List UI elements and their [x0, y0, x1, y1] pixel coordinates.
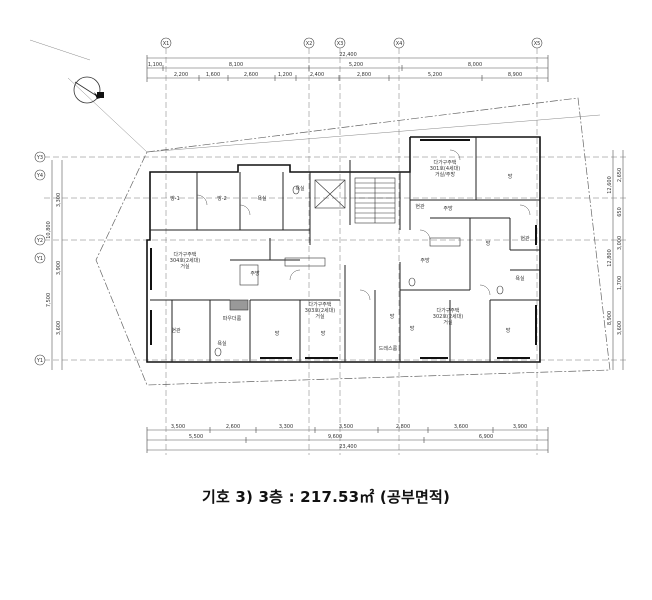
dimension-total-top: 22,400	[339, 52, 357, 58]
grid-axis-bubble	[393, 37, 405, 49]
room-label: 욕실	[257, 195, 267, 202]
room-label: 주방	[250, 270, 260, 277]
dimension-left: 3,300	[56, 193, 62, 207]
grid-axis-label: Y2	[36, 238, 43, 244]
grid-axis-label: Y4	[36, 173, 43, 179]
room-label: 주방	[420, 257, 430, 264]
room-label: 방-1	[170, 195, 180, 202]
site-boundary	[95, 97, 611, 386]
grid-axis-label: X4	[396, 41, 403, 47]
grid-axis-bubble	[531, 37, 543, 49]
dimension-top: 8,000	[468, 62, 482, 68]
dimension-top: 1,200	[278, 72, 292, 78]
dimension-bottom: 6,900	[479, 434, 493, 440]
grid-axis-label: X1	[163, 41, 170, 47]
dimension-bottom: 3,500	[171, 424, 185, 430]
grid-axis-bubble	[303, 37, 315, 49]
room-label: 방-2	[217, 195, 227, 202]
dimension-labels: 22,400 1,100 8,100 5,200 8,000 2,200 1,600 2,60…	[46, 52, 623, 450]
dimension-bottom: 2,800	[396, 424, 410, 430]
dimension-bottom: 3,900	[513, 424, 527, 430]
windows	[150, 139, 537, 359]
dimension-bottom: 3,300	[279, 424, 293, 430]
grid-axis-label: Y1	[36, 358, 43, 364]
grid-axis-bubble	[160, 37, 172, 49]
interior-walls	[150, 137, 540, 362]
grid-axis-bubble	[34, 252, 46, 264]
dimension-top: 1,100	[148, 62, 162, 68]
dimension-top: 1,600	[206, 72, 220, 78]
dimension-bottom: 9,600	[328, 434, 342, 440]
dimension-frame	[44, 48, 628, 455]
dimension-total-bottom: 23,400	[339, 444, 357, 450]
room-label: 욕실	[295, 185, 305, 192]
grid-axis-bubble	[334, 37, 346, 49]
doors	[196, 149, 531, 301]
dimension-bottom: 3,600	[454, 424, 468, 430]
grid-axis-label: X5	[534, 41, 541, 47]
grid-axis-label: X2	[306, 41, 313, 47]
grid-axis-bubble	[34, 151, 46, 163]
dimension-left: 7,500	[46, 293, 52, 307]
room-label: 드레스룸	[379, 345, 398, 352]
room-label: 방	[275, 330, 280, 337]
grid-axis-label: Y1	[36, 256, 43, 262]
grid-axis-bubble	[34, 234, 46, 246]
room-label: 파우더룸	[223, 315, 242, 322]
building-walls	[146, 136, 541, 363]
grid-axis-bubble	[34, 169, 46, 181]
dimension-right: 650	[617, 207, 623, 217]
room-label: 방	[321, 330, 326, 337]
fixtures	[214, 185, 504, 357]
dimension-right: 3,600	[617, 321, 623, 335]
dimension-left: 3,600	[56, 321, 62, 335]
dimension-left: 3,900	[56, 261, 62, 275]
dimension-top: 5,200	[428, 72, 442, 78]
dimension-right: 3,000	[617, 236, 623, 250]
stairs	[314, 177, 396, 224]
dimension-top: 2,800	[357, 72, 371, 78]
room-label: 욕실	[217, 340, 227, 347]
room-label: 방	[506, 327, 511, 334]
grid-axis-bubble	[34, 354, 46, 366]
room-label: 방	[508, 173, 513, 180]
dimension-top: 2,200	[174, 72, 188, 78]
dimension-bottom: 3,500	[339, 424, 353, 430]
dimension-right: 12,800	[607, 249, 613, 267]
dimension-top: 2,400	[310, 72, 324, 78]
room-label: 방	[486, 240, 491, 247]
dimension-right: 8,900	[607, 311, 613, 325]
room-label: 욕실	[515, 275, 525, 282]
dimension-left: 10,800	[46, 221, 52, 239]
grid-axis-label: Y3	[36, 155, 43, 161]
dimension-top: 5,200	[349, 62, 363, 68]
room-label: 현관	[171, 327, 181, 334]
dimension-right: 12,600	[607, 176, 613, 194]
dimension-right: 2,650	[617, 168, 623, 182]
room-label: 방	[390, 313, 395, 320]
room-label: 방	[410, 325, 415, 332]
room-label: 현관	[415, 203, 425, 210]
dimension-bottom: 2,600	[226, 424, 240, 430]
dimension-bottom: 5,500	[189, 434, 203, 440]
plan-caption: 기호 3) 3층 : 217.53㎡ (공부면적)	[201, 488, 451, 506]
dimension-top: 2,600	[244, 72, 258, 78]
north-arrow-icon	[73, 76, 104, 104]
grid-axis-label: X3	[337, 41, 344, 47]
room-label: 현관	[520, 235, 530, 242]
room-label: 주방	[443, 205, 453, 212]
dimension-top: 8,900	[508, 72, 522, 78]
dimension-right: 1,700	[617, 276, 623, 290]
dimension-top: 8,100	[229, 62, 243, 68]
